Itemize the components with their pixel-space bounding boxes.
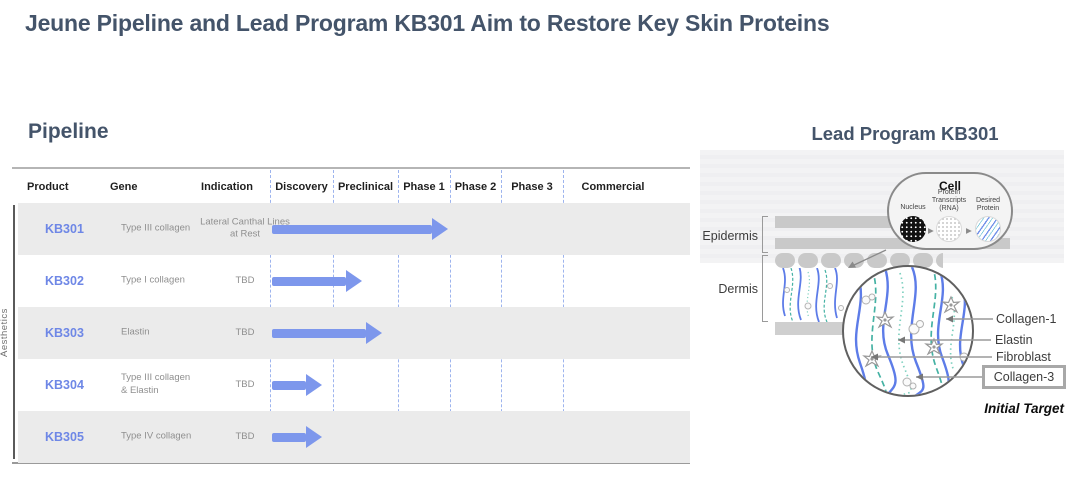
gene-cell: Elastin bbox=[121, 326, 150, 338]
cell-callout: Cell Nucleus Protein Transcripts (RNA) D… bbox=[887, 172, 1013, 250]
table-row: KB304 Type III collagen & Elastin TBD bbox=[18, 359, 690, 411]
gene-cell: Type IV collagen bbox=[121, 430, 192, 442]
arrow-head-icon bbox=[306, 426, 322, 448]
column-header-gene: Gene bbox=[110, 181, 138, 193]
dermis-bracket bbox=[762, 255, 768, 322]
arrow-head-icon bbox=[306, 374, 322, 396]
table-row: KB305 Type IV collagen TBD bbox=[18, 411, 690, 463]
indication-cell: TBD bbox=[235, 378, 255, 390]
table-bottom-border bbox=[12, 462, 690, 464]
progress-arrow bbox=[272, 218, 448, 240]
progress-arrow bbox=[272, 426, 322, 448]
product-name: KB304 bbox=[45, 378, 84, 392]
collagen3-highlight-box: Collagen-3 bbox=[982, 365, 1066, 389]
progress-arrow bbox=[272, 270, 362, 292]
column-header-phase2: Phase 2 bbox=[454, 181, 497, 193]
basal-cell bbox=[775, 253, 795, 268]
initial-target-caption: Initial Target bbox=[984, 401, 1064, 416]
step-arrow-icon: ▶ bbox=[928, 226, 934, 235]
indication-cell: Lateral Canthal Lines at Rest bbox=[200, 216, 290, 240]
pipeline-heading: Pipeline bbox=[28, 120, 109, 143]
epidermis-label: Epidermis bbox=[702, 229, 758, 243]
fibroblast-cell bbox=[875, 310, 895, 329]
column-header-indication: Indication bbox=[201, 181, 253, 193]
column-header-product: Product bbox=[27, 181, 69, 193]
transcripts-label: Protein Transcripts (RNA) bbox=[931, 189, 967, 213]
rna-transcript-icon bbox=[936, 216, 962, 242]
column-header-preclinical: Preclinical bbox=[337, 181, 394, 193]
collagen3-label: Collagen-3 bbox=[993, 370, 1055, 384]
fibroblast-label: Fibroblast bbox=[996, 350, 1051, 364]
progress-arrow bbox=[272, 322, 382, 344]
fiber-pointer-lines bbox=[871, 315, 993, 381]
desired-protein-label: Desired Protein bbox=[975, 197, 1001, 213]
epidermis-bracket bbox=[762, 216, 768, 253]
column-header-discovery: Discovery bbox=[275, 181, 328, 193]
table-row: KB302 Type I collagen TBD bbox=[18, 255, 690, 307]
indication-cell: TBD bbox=[235, 274, 255, 286]
column-header-phase3: Phase 3 bbox=[511, 181, 553, 193]
gene-cell: Type I collagen bbox=[121, 274, 185, 286]
arrow-head-icon bbox=[366, 322, 382, 344]
dermis-fiber-strip bbox=[782, 268, 844, 322]
category-rail-line bbox=[13, 205, 15, 459]
nucleus-icon bbox=[900, 216, 926, 242]
arrow-head-icon bbox=[432, 218, 448, 240]
fibroblast-cell bbox=[941, 295, 961, 314]
category-label-aesthetics: Aesthetics bbox=[0, 308, 10, 358]
product-name: KB303 bbox=[45, 326, 84, 340]
gene-cell: Type III collagen bbox=[121, 222, 191, 234]
column-header-commercial: Commercial bbox=[581, 181, 645, 193]
table-top-border bbox=[12, 167, 690, 169]
indication-cell: TBD bbox=[235, 326, 255, 338]
basal-cell bbox=[936, 253, 943, 268]
product-name: KB305 bbox=[45, 430, 84, 444]
product-name: KB302 bbox=[45, 274, 84, 288]
arrow-head-icon bbox=[346, 270, 362, 292]
indication-cell: TBD bbox=[235, 430, 255, 442]
product-name: KB301 bbox=[45, 222, 84, 236]
elastin-label: Elastin bbox=[995, 333, 1033, 347]
basal-cell bbox=[798, 253, 818, 268]
desired-protein-icon bbox=[975, 216, 1001, 242]
basal-cell bbox=[890, 253, 910, 268]
basal-cell bbox=[821, 253, 841, 268]
fibroblast-cell bbox=[862, 349, 882, 368]
basal-cell bbox=[844, 253, 864, 268]
epidermis-layer-bar bbox=[775, 238, 1010, 249]
column-header-phase1: Phase 1 bbox=[403, 181, 445, 193]
basal-cell bbox=[913, 253, 933, 268]
cell-callout-title: Cell bbox=[938, 179, 961, 193]
dermis-label: Dermis bbox=[718, 282, 758, 296]
subdermis-bar bbox=[775, 322, 855, 335]
step-arrow-icon: ▶ bbox=[966, 226, 972, 235]
nucleus-label: Nucleus bbox=[900, 204, 926, 211]
gene-cell: Type III collagen & Elastin bbox=[121, 372, 191, 396]
callout-connector-arrow bbox=[848, 249, 887, 268]
basal-cell-row bbox=[775, 253, 943, 268]
collagen1-label: Collagen-1 bbox=[996, 312, 1057, 326]
fibroblast-cell bbox=[924, 337, 944, 356]
lead-program-heading: Lead Program KB301 bbox=[811, 123, 999, 144]
progress-arrow bbox=[272, 374, 322, 396]
slide-title: Jeune Pipeline and Lead Program KB301 Ai… bbox=[25, 10, 830, 36]
